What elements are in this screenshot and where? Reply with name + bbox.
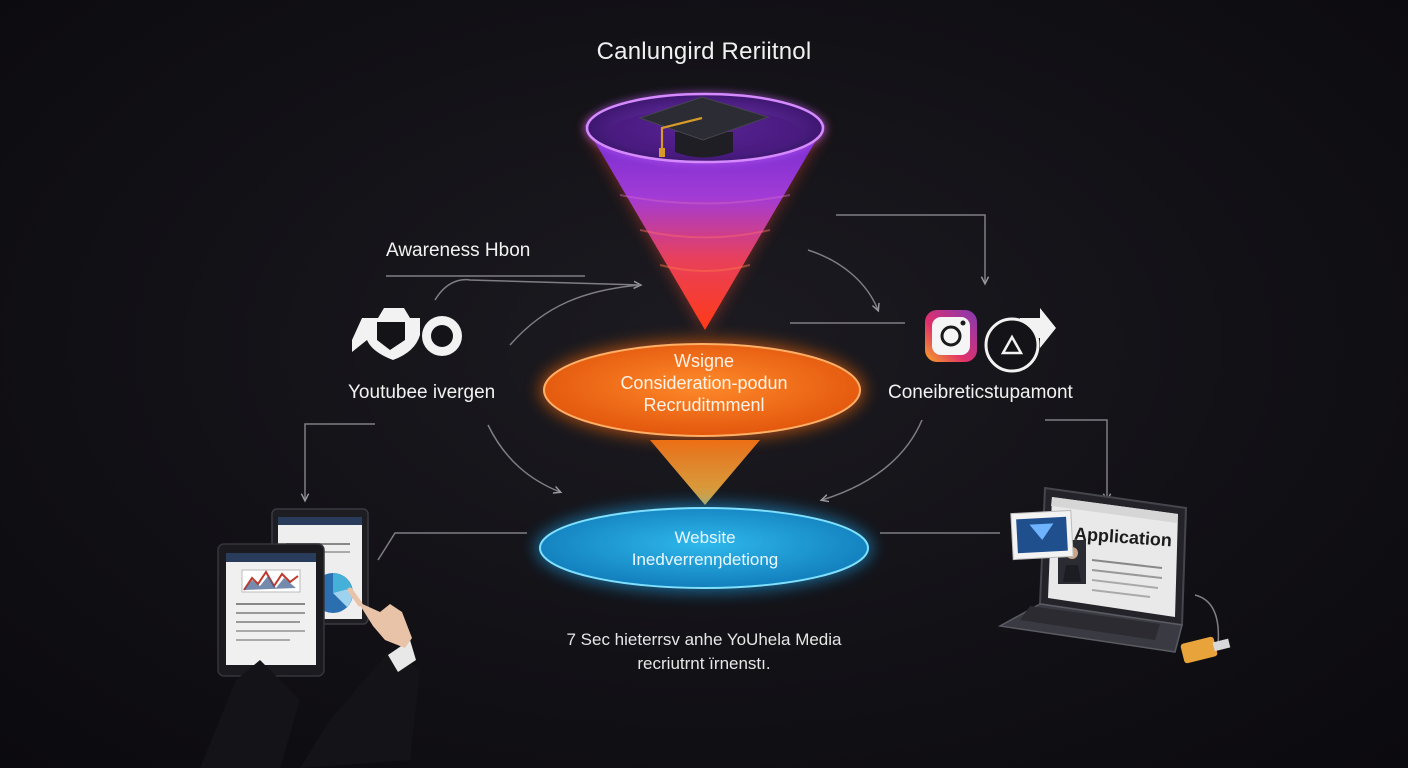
website-stage (536, 504, 872, 592)
funnel-lower-cone (650, 440, 760, 505)
tablet-icon (217, 508, 369, 677)
caption-line-2: recriutrnt ïrnenstı. (637, 654, 771, 673)
arrow-right-curve-to-website (822, 419, 923, 500)
arrow-website-to-tablet (377, 532, 527, 561)
consideration-line-1: Wsigne (673, 351, 735, 371)
arrow-left-curve-down (487, 424, 560, 492)
play-arrow-icon (984, 308, 1056, 373)
youtube-label: Youtubee ivergen (348, 382, 496, 403)
arrow-funnel-to-instagram (807, 249, 878, 310)
connector-arrows (305, 214, 1220, 646)
consideration-stage (540, 340, 864, 440)
consideration-text: Wsigne Consideration-podun Recruditmmenl (545, 350, 863, 416)
arrow-laptop-cable (1194, 594, 1220, 646)
website-line-1: Website (674, 528, 736, 547)
hand-icon (200, 587, 420, 768)
arrow-funnel-to-right (836, 214, 985, 283)
consideration-line-2: Consideration-podun (620, 373, 788, 393)
usb-drive-icon (1180, 636, 1231, 664)
graduation-cap-icon (638, 96, 770, 158)
arrow-awareness-to-funnel (434, 278, 640, 301)
arrow-right-down-to-laptop (1045, 419, 1107, 500)
website-text: Website Inedverrenŋdetiong (540, 527, 870, 571)
arrow-left-down-to-tablet (305, 423, 375, 500)
youtube-icon (352, 308, 462, 360)
consideration-line-3: Recruditmmenl (643, 395, 765, 415)
caption-line-1: 7 Sec hieterrsv anhe YoUhela Media (566, 630, 842, 649)
instagram-icon (925, 310, 977, 362)
diagram-title: Canlungird Reriitnol (596, 38, 812, 65)
caption: 7 Sec hieterrsv anhe YoUhela Media recri… (0, 628, 1408, 676)
laptop-icon (997, 486, 1188, 653)
arrow-left-curve-up (509, 284, 641, 346)
instagram-label: Coneibreticstupamont (888, 382, 1073, 403)
awareness-label: Awareness Hbon (386, 240, 531, 261)
website-line-2: Inedverrenŋdetiong (631, 550, 779, 569)
